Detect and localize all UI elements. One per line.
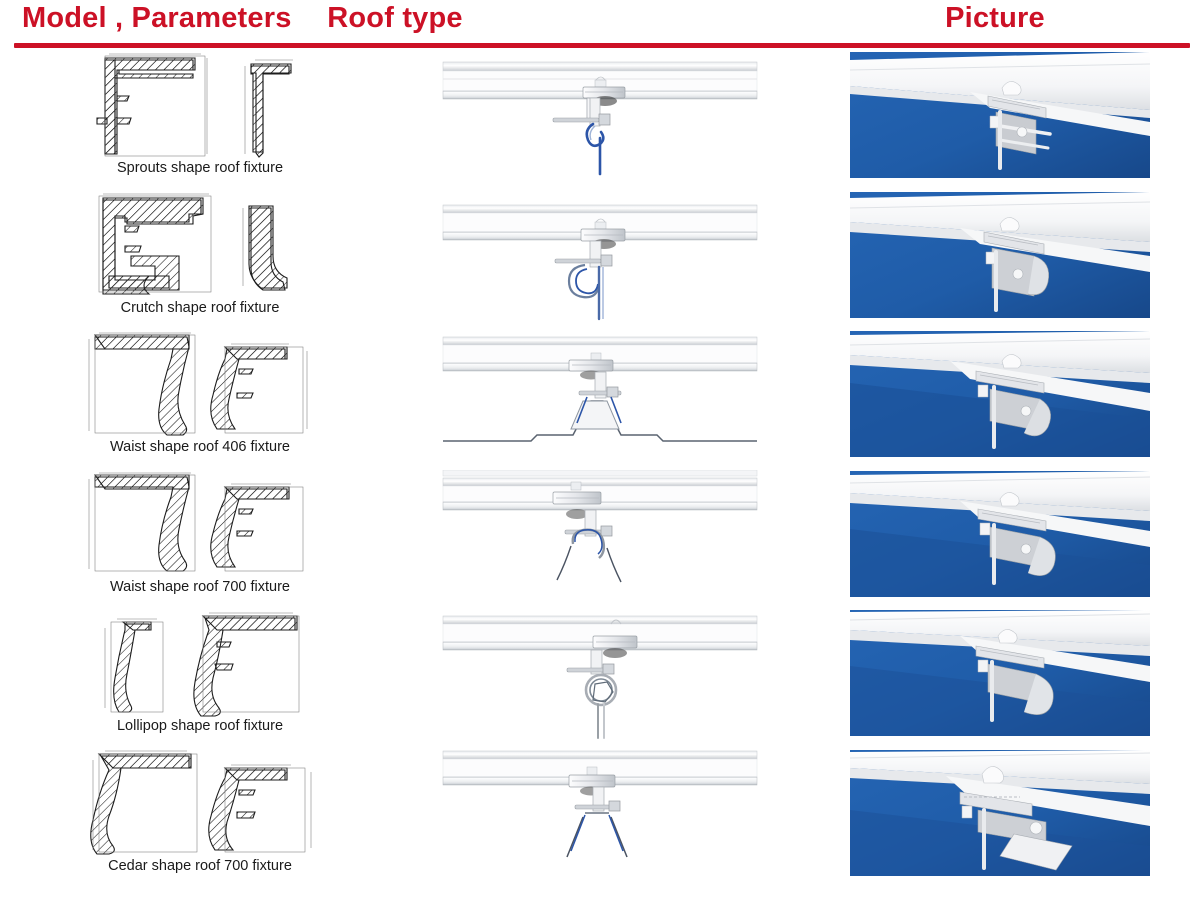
roof-type-cell	[400, 48, 800, 188]
lollipop-shape-cross-section-drawing	[70, 606, 330, 718]
model-cell: Waist shape roof 406 fixture	[0, 327, 400, 467]
table-row: Lollipop shape roof fixture	[0, 606, 1200, 746]
sprouts-shape-cross-section-drawing	[70, 48, 330, 160]
picture-cell	[800, 606, 1200, 746]
table-row: Waist shape roof 700 fixture	[0, 467, 1200, 607]
roof-type-cell	[400, 188, 800, 328]
waist-shape-406-cross-section-drawing	[70, 327, 330, 439]
picture-cell	[800, 746, 1200, 886]
cedar-shape-700-roof-type-illustration	[435, 749, 765, 881]
waist-shape-406-fixture-photo	[850, 331, 1150, 457]
waist-shape-406-roof-type-illustration	[435, 331, 765, 463]
column-header-roof-type: Roof type	[327, 2, 463, 34]
table-row: Cedar shape roof 700 fixture	[0, 746, 1200, 886]
waist-shape-700-cross-section-drawing	[70, 467, 330, 579]
model-cell: Waist shape roof 700 fixture	[0, 467, 400, 607]
waist-shape-700-roof-type-illustration	[435, 470, 765, 602]
crutch-shape-cross-section-drawing	[70, 188, 330, 300]
table-header: Model , Parameters Roof type Picture	[0, 0, 1200, 48]
waist-shape-700-fixture-photo	[850, 470, 1150, 597]
sprouts-shape-roof-type-illustration	[435, 52, 765, 184]
picture-cell	[800, 327, 1200, 467]
header-divider-rule	[14, 43, 1190, 48]
sprouts-shape-fixture-photo	[850, 52, 1150, 178]
roof-type-cell	[400, 467, 800, 607]
picture-cell	[800, 467, 1200, 607]
cedar-shape-700-cross-section-drawing	[70, 746, 330, 858]
model-label: Waist shape roof 406 fixture	[110, 439, 290, 455]
column-header-picture: Picture	[945, 2, 1045, 34]
model-label: Cedar shape roof 700 fixture	[108, 857, 292, 874]
lollipop-shape-roof-type-illustration	[435, 610, 765, 742]
model-cell: Sprouts shape roof fixture	[0, 48, 400, 188]
picture-cell	[800, 48, 1200, 188]
catalog-rows: Sprouts shape roof fixture	[0, 48, 1200, 898]
cedar-shape-700-fixture-photo	[850, 749, 1150, 876]
lollipop-shape-fixture-photo	[850, 610, 1150, 736]
table-row: Sprouts shape roof fixture	[0, 48, 1200, 188]
crutch-shape-roof-type-illustration	[435, 191, 765, 323]
column-header-model-parameters: Model , Parameters	[22, 2, 292, 34]
model-label: Waist shape roof 700 fixture	[110, 578, 290, 595]
table-row: Waist shape roof 406 fixture	[0, 327, 1200, 467]
crutch-shape-fixture-photo	[850, 191, 1150, 318]
roof-type-cell	[400, 746, 800, 886]
model-label: Lollipop shape roof fixture	[116, 718, 284, 734]
roof-type-cell	[400, 327, 800, 467]
picture-cell	[800, 188, 1200, 328]
roof-type-cell	[400, 606, 800, 746]
model-cell: Crutch shape roof fixture	[0, 188, 400, 328]
table-row: Crutch shape roof fixture	[0, 188, 1200, 328]
model-cell: Lollipop shape roof fixture	[0, 606, 400, 746]
model-label: Sprouts shape roof fixture	[116, 160, 284, 176]
model-label: Crutch shape roof fixture	[120, 299, 280, 316]
model-cell: Cedar shape roof 700 fixture	[0, 746, 400, 886]
